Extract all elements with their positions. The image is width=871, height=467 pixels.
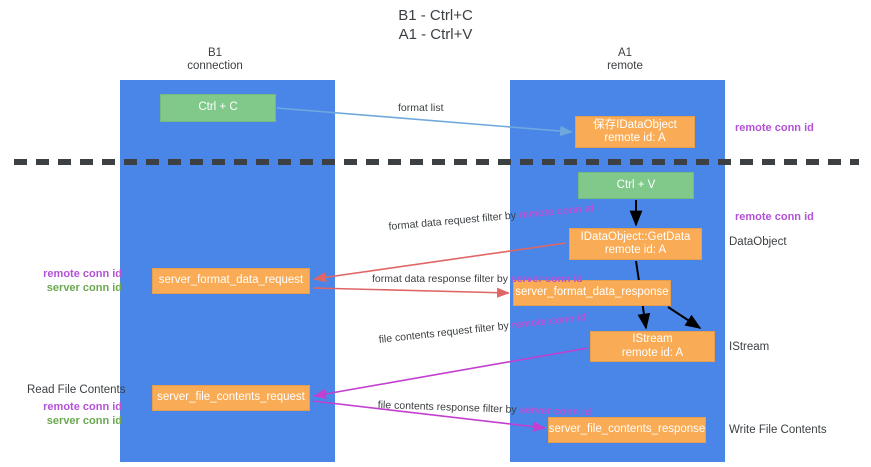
annotation-remote-conn-id-mid: remote conn id (735, 211, 814, 225)
annotation-remote-conn-id-top: remote conn id (735, 122, 814, 136)
filter-key-server-conn-id: server conn id (510, 273, 583, 285)
node-save-idataobject-line2: remote id: A (604, 132, 666, 144)
edge-label-format-data-response-filter: filter by server conn id (474, 273, 583, 285)
annotation-remote-conn-id-mid-text: remote conn id (735, 211, 814, 223)
node-getdata-line2: remote id: A (604, 244, 667, 256)
filter-key-server-conn-id: server conn id (519, 403, 592, 419)
edge-label-format-data-response: format data response filter by server co… (372, 272, 583, 287)
annotation-remote-conn-id-left-2: remote conn id (43, 401, 122, 413)
node-server-format-data-request-label: server_format_data_request (158, 274, 304, 287)
node-save-idataobject[interactable]: 保存IDataObject remote id: A (575, 116, 695, 148)
node-istream[interactable]: IStream remote id: A (590, 331, 715, 362)
column-header-a1: A1 remote (607, 47, 643, 72)
node-server-file-contents-request[interactable]: server_file_contents_request (152, 385, 310, 411)
node-server-format-data-response-label: server_format_data_response (515, 286, 669, 299)
annotation-write-file-contents: Write File Contents (729, 424, 827, 436)
annotation-conn-ids-lower: remote conn id server conn id (22, 401, 122, 428)
edge-label-format-list-text: format list (398, 102, 444, 114)
node-ctrl-c-label: Ctrl + C (198, 101, 238, 114)
node-istream-line1: IStream (632, 333, 673, 345)
edge-label-file-contents-response-filter: filter by server conn id (483, 403, 592, 419)
node-server-file-contents-request-label: server_file_contents_request (157, 391, 305, 404)
column-header-b1: B1 connection (187, 47, 243, 72)
annotation-dataobject: DataObject (729, 236, 787, 248)
node-getdata-line1: IDataObject::GetData (580, 230, 691, 243)
annotation-server-conn-id-left-1: server conn id (46, 281, 122, 294)
diagram-title: B1 - Ctrl+C A1 - Ctrl+V (398, 7, 473, 43)
node-ctrl-v-label: Ctrl + V (616, 178, 656, 191)
node-idataobject-getdata[interactable]: IDataObject::GetData remote id: A (569, 228, 702, 260)
arrow-format-data-response (312, 287, 510, 298)
node-ctrl-c[interactable]: Ctrl + C (160, 94, 276, 122)
filter-prefix: filter by (474, 319, 513, 336)
node-server-file-contents-response[interactable]: server_file_contents_response (548, 417, 706, 443)
phase-divider (14, 159, 859, 165)
edge-label-file-contents-response-text: file contents response (377, 398, 481, 415)
annotation-remote-conn-id-left-1: remote conn id (43, 268, 122, 280)
node-istream-line2: remote id: A (621, 346, 684, 359)
node-server-format-data-request[interactable]: server_format_data_request (152, 268, 310, 294)
edge-label-format-data-response-text: format data response (372, 273, 472, 285)
node-server-format-data-response[interactable]: server_format_data_response (513, 280, 671, 306)
edge-label-format-data-request-text: format data request (388, 212, 480, 233)
edge-label-file-contents-request-text: file contents request (378, 323, 473, 346)
annotation-read-file-contents: Read File Contents (27, 384, 126, 396)
annotation-istream: IStream (729, 341, 770, 353)
filter-prefix: filter by (474, 273, 511, 285)
edge-label-format-list: format list (398, 101, 444, 116)
node-server-file-contents-response-label: server_file_contents_response (548, 423, 706, 436)
node-ctrl-v[interactable]: Ctrl + V (578, 172, 694, 199)
node-save-idataobject-line1: 保存IDataObject (593, 118, 677, 131)
annotation-remote-conn-id-top-text: remote conn id (735, 122, 814, 134)
filter-prefix: filter by (482, 402, 520, 416)
annotation-conn-ids-upper: remote conn id server conn id (22, 268, 122, 295)
annotation-server-conn-id-left-2: server conn id (46, 414, 122, 427)
filter-prefix: filter by (481, 209, 520, 225)
